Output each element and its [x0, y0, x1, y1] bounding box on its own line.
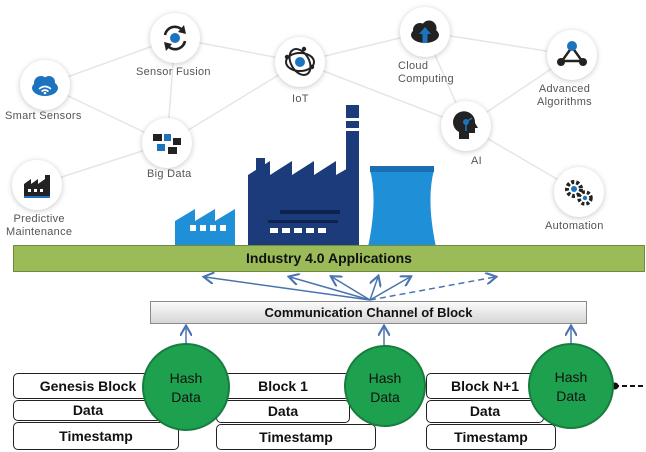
factory-icon: [24, 175, 50, 198]
algorithm-graph-icon: [557, 41, 587, 66]
automation-label: Automation: [545, 220, 604, 232]
cloud-computing-label-line1: Cloud: [398, 60, 429, 72]
advanced-algorithms-label-line1: Advanced: [538, 83, 591, 95]
predictive-maintenance-label-line2: Maintenance: [6, 226, 73, 238]
block-1-timestamp: Timestamp: [216, 424, 376, 450]
factory-illustration: [175, 105, 436, 247]
ai-label: AI: [471, 155, 482, 167]
iot-network-icon: [284, 46, 315, 76]
advanced-algorithms-node: [547, 30, 597, 80]
arrow-to-apps-4: [369, 277, 378, 301]
hash-circle-1: Hash Data: [142, 343, 230, 431]
block-n-plus-1-data: Data: [426, 400, 544, 423]
sensor-fusion-label: Sensor Fusion: [136, 66, 211, 78]
block-1-title: Block 1: [216, 373, 350, 399]
genesis-block-data: Data: [13, 400, 163, 421]
ai-head-icon: [453, 111, 478, 139]
arrow-to-apps-1: [205, 277, 371, 301]
data-blocks-icon: [153, 134, 181, 154]
block-1-data: Data: [216, 400, 350, 423]
hash-circle-1-line1: Hash: [169, 370, 203, 386]
communication-channel-bar: Communication Channel of Block: [150, 301, 587, 324]
hash-circle-1-line2: Data: [171, 389, 201, 405]
cloud-computing-node: [400, 7, 450, 57]
sensor-fusion-node: [150, 13, 200, 63]
iot-node: [275, 37, 325, 87]
big-data-node: [142, 118, 192, 168]
block-n-plus-1-title: Block N+1: [426, 373, 544, 399]
block-n-plus-1-timestamp: Timestamp: [426, 424, 556, 450]
predictive-maintenance-label-line1: Predictive: [13, 213, 65, 225]
smart-sensors-label: Smart Sensors: [5, 110, 82, 122]
arrow-to-apps-3: [332, 277, 371, 301]
advanced-algorithms-label-line2: Algorithms: [537, 96, 592, 108]
hash-circle-2-line1: Hash: [368, 370, 402, 386]
ai-node: [441, 101, 491, 151]
cloud-computing-label: Cloud Computing: [398, 60, 454, 86]
predictive-maintenance-label: Predictive Maintenance: [6, 213, 72, 239]
industry-applications-bar: Industry 4.0 Applications: [13, 245, 645, 272]
arrow-to-apps-6: [369, 277, 495, 301]
cloud-computing-label-line2: Computing: [398, 73, 454, 85]
arrow-to-apps-5: [369, 277, 410, 301]
automation-node: [554, 167, 604, 217]
hash-circle-3-line2: Data: [556, 388, 586, 404]
gears-icon: [565, 180, 593, 206]
arrow-to-apps-2: [290, 277, 371, 301]
cloud-upload-icon: [411, 20, 439, 43]
genesis-block-title: Genesis Block: [13, 373, 163, 399]
iot-label: IoT: [292, 93, 309, 105]
big-data-label: Big Data: [147, 168, 192, 180]
genesis-block-timestamp: Timestamp: [13, 422, 179, 450]
hash-circle-3-line1: Hash: [554, 369, 588, 385]
sync-arrows-icon: [163, 25, 187, 51]
smart-sensors-node: [20, 60, 70, 110]
hash-circle-2: Hash Data: [344, 345, 426, 427]
predictive-maintenance-node: [12, 160, 62, 210]
hash-circle-3: Hash Data: [528, 343, 614, 429]
hash-circle-2-line2: Data: [370, 389, 400, 405]
wifi-cloud-icon: [32, 76, 58, 96]
advanced-algorithms-label: Advanced Algorithms: [537, 83, 592, 109]
